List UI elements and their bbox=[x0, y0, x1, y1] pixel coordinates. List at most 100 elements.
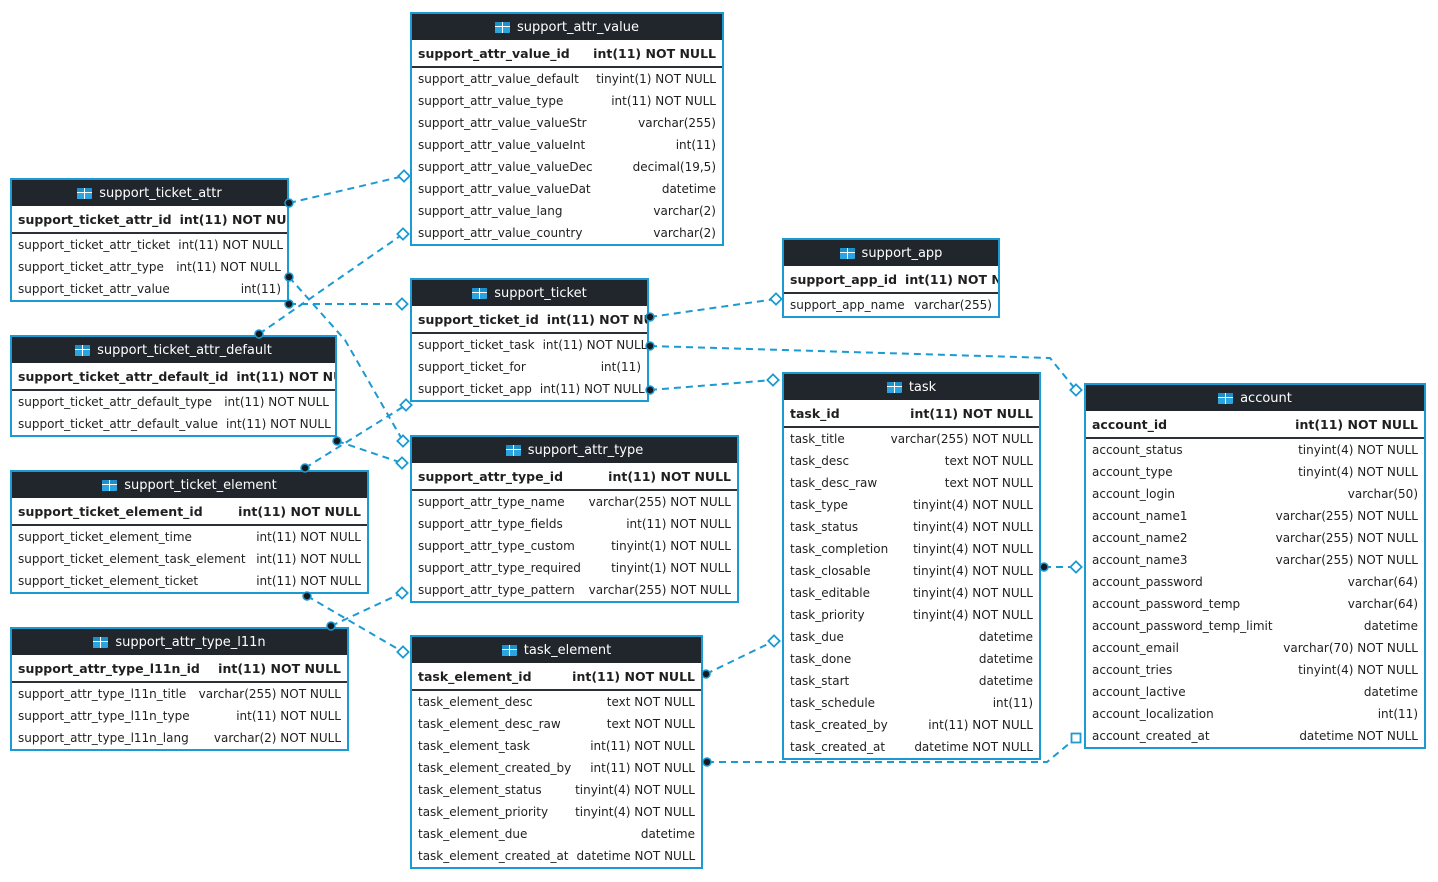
column-name: task_type bbox=[790, 498, 849, 512]
table-icon bbox=[501, 644, 517, 656]
relationship-support_ticket-to-account[interactable] bbox=[649, 345, 1077, 391]
column-name: task_element_status bbox=[418, 783, 542, 797]
column-name: support_ticket_attr_value bbox=[18, 282, 170, 296]
column-type: datetime bbox=[661, 182, 716, 196]
column-type: varchar(50) bbox=[1347, 487, 1418, 501]
table-title: support_attr_type bbox=[527, 442, 644, 458]
column-type: int(11) NOT NULL bbox=[590, 739, 695, 753]
column-type: text NOT NULL bbox=[606, 717, 695, 731]
column-name: task_element_created_at bbox=[418, 849, 569, 863]
table-header: support_attr_value bbox=[412, 14, 722, 40]
column-name: task_title bbox=[790, 432, 845, 446]
column-type: int(11) NOT NULL bbox=[910, 405, 1033, 421]
relationship-support_ticket_element-to-task_element[interactable] bbox=[306, 595, 404, 653]
relationship-support_ticket-to-task[interactable] bbox=[649, 379, 774, 391]
table-icon bbox=[886, 381, 902, 393]
relationship-support_ticket_attr_default-to-support_attr_value[interactable] bbox=[258, 233, 404, 335]
column-name: account_password_temp bbox=[1092, 597, 1241, 611]
table-icon bbox=[102, 479, 118, 491]
column-name: support_attr_value_default bbox=[418, 72, 579, 86]
column-type: varchar(2) NOT NULL bbox=[213, 731, 341, 745]
relationship-task_element-to-task[interactable] bbox=[705, 640, 775, 675]
column-name: support_ticket_attr_type bbox=[18, 260, 164, 274]
column-name: account_status bbox=[1092, 443, 1183, 457]
columns-section: support_app_name varchar(255) bbox=[784, 294, 998, 316]
relationship-support_ticket-to-support_app[interactable] bbox=[649, 298, 777, 318]
column-type: int(11) bbox=[675, 138, 716, 152]
relationship-support_ticket_attr-to-support_attr_type[interactable] bbox=[288, 276, 404, 442]
column-type: text NOT NULL bbox=[944, 454, 1033, 468]
relationship-task_element-to-account[interactable] bbox=[707, 737, 1077, 763]
column-type: text NOT NULL bbox=[606, 695, 695, 709]
column-type: varchar(255) bbox=[914, 298, 992, 312]
column-name: task_closable bbox=[790, 564, 871, 578]
column-name: task_completion bbox=[790, 542, 889, 556]
table-icon bbox=[75, 344, 91, 356]
column-type: int(11) NOT NULL bbox=[542, 338, 647, 352]
column-type: tinyint(4) NOT NULL bbox=[913, 586, 1033, 600]
column-name: support_app_name bbox=[790, 298, 905, 312]
table-icon bbox=[839, 247, 855, 259]
column-type: int(11) NOT NULL bbox=[178, 238, 284, 252]
relationship-support_ticket_attr_default-to-support_attr_type[interactable] bbox=[336, 440, 403, 464]
table-header: support_ticket_element bbox=[12, 472, 367, 498]
column-type: text NOT NULL bbox=[944, 476, 1033, 490]
table-title: account bbox=[1240, 390, 1292, 406]
relationship-support_attr_type_l11n-to-support_attr_type[interactable] bbox=[330, 592, 403, 627]
column-name: task_element_due bbox=[418, 827, 528, 841]
column-type: int(11) NOT NULL bbox=[905, 271, 998, 287]
column-name: support_ticket_element_task_element bbox=[18, 552, 246, 566]
column-type: int(11) NOT NULL bbox=[256, 574, 361, 588]
column-name: support_ticket_attr_default_value bbox=[18, 417, 219, 431]
relationship-support_ticket_attr-to-support_attr_value[interactable] bbox=[288, 175, 405, 204]
relationship-support_ticket_element-to-support_ticket[interactable] bbox=[304, 404, 407, 469]
table-icon bbox=[77, 187, 93, 199]
column-type: datetime bbox=[978, 652, 1033, 666]
